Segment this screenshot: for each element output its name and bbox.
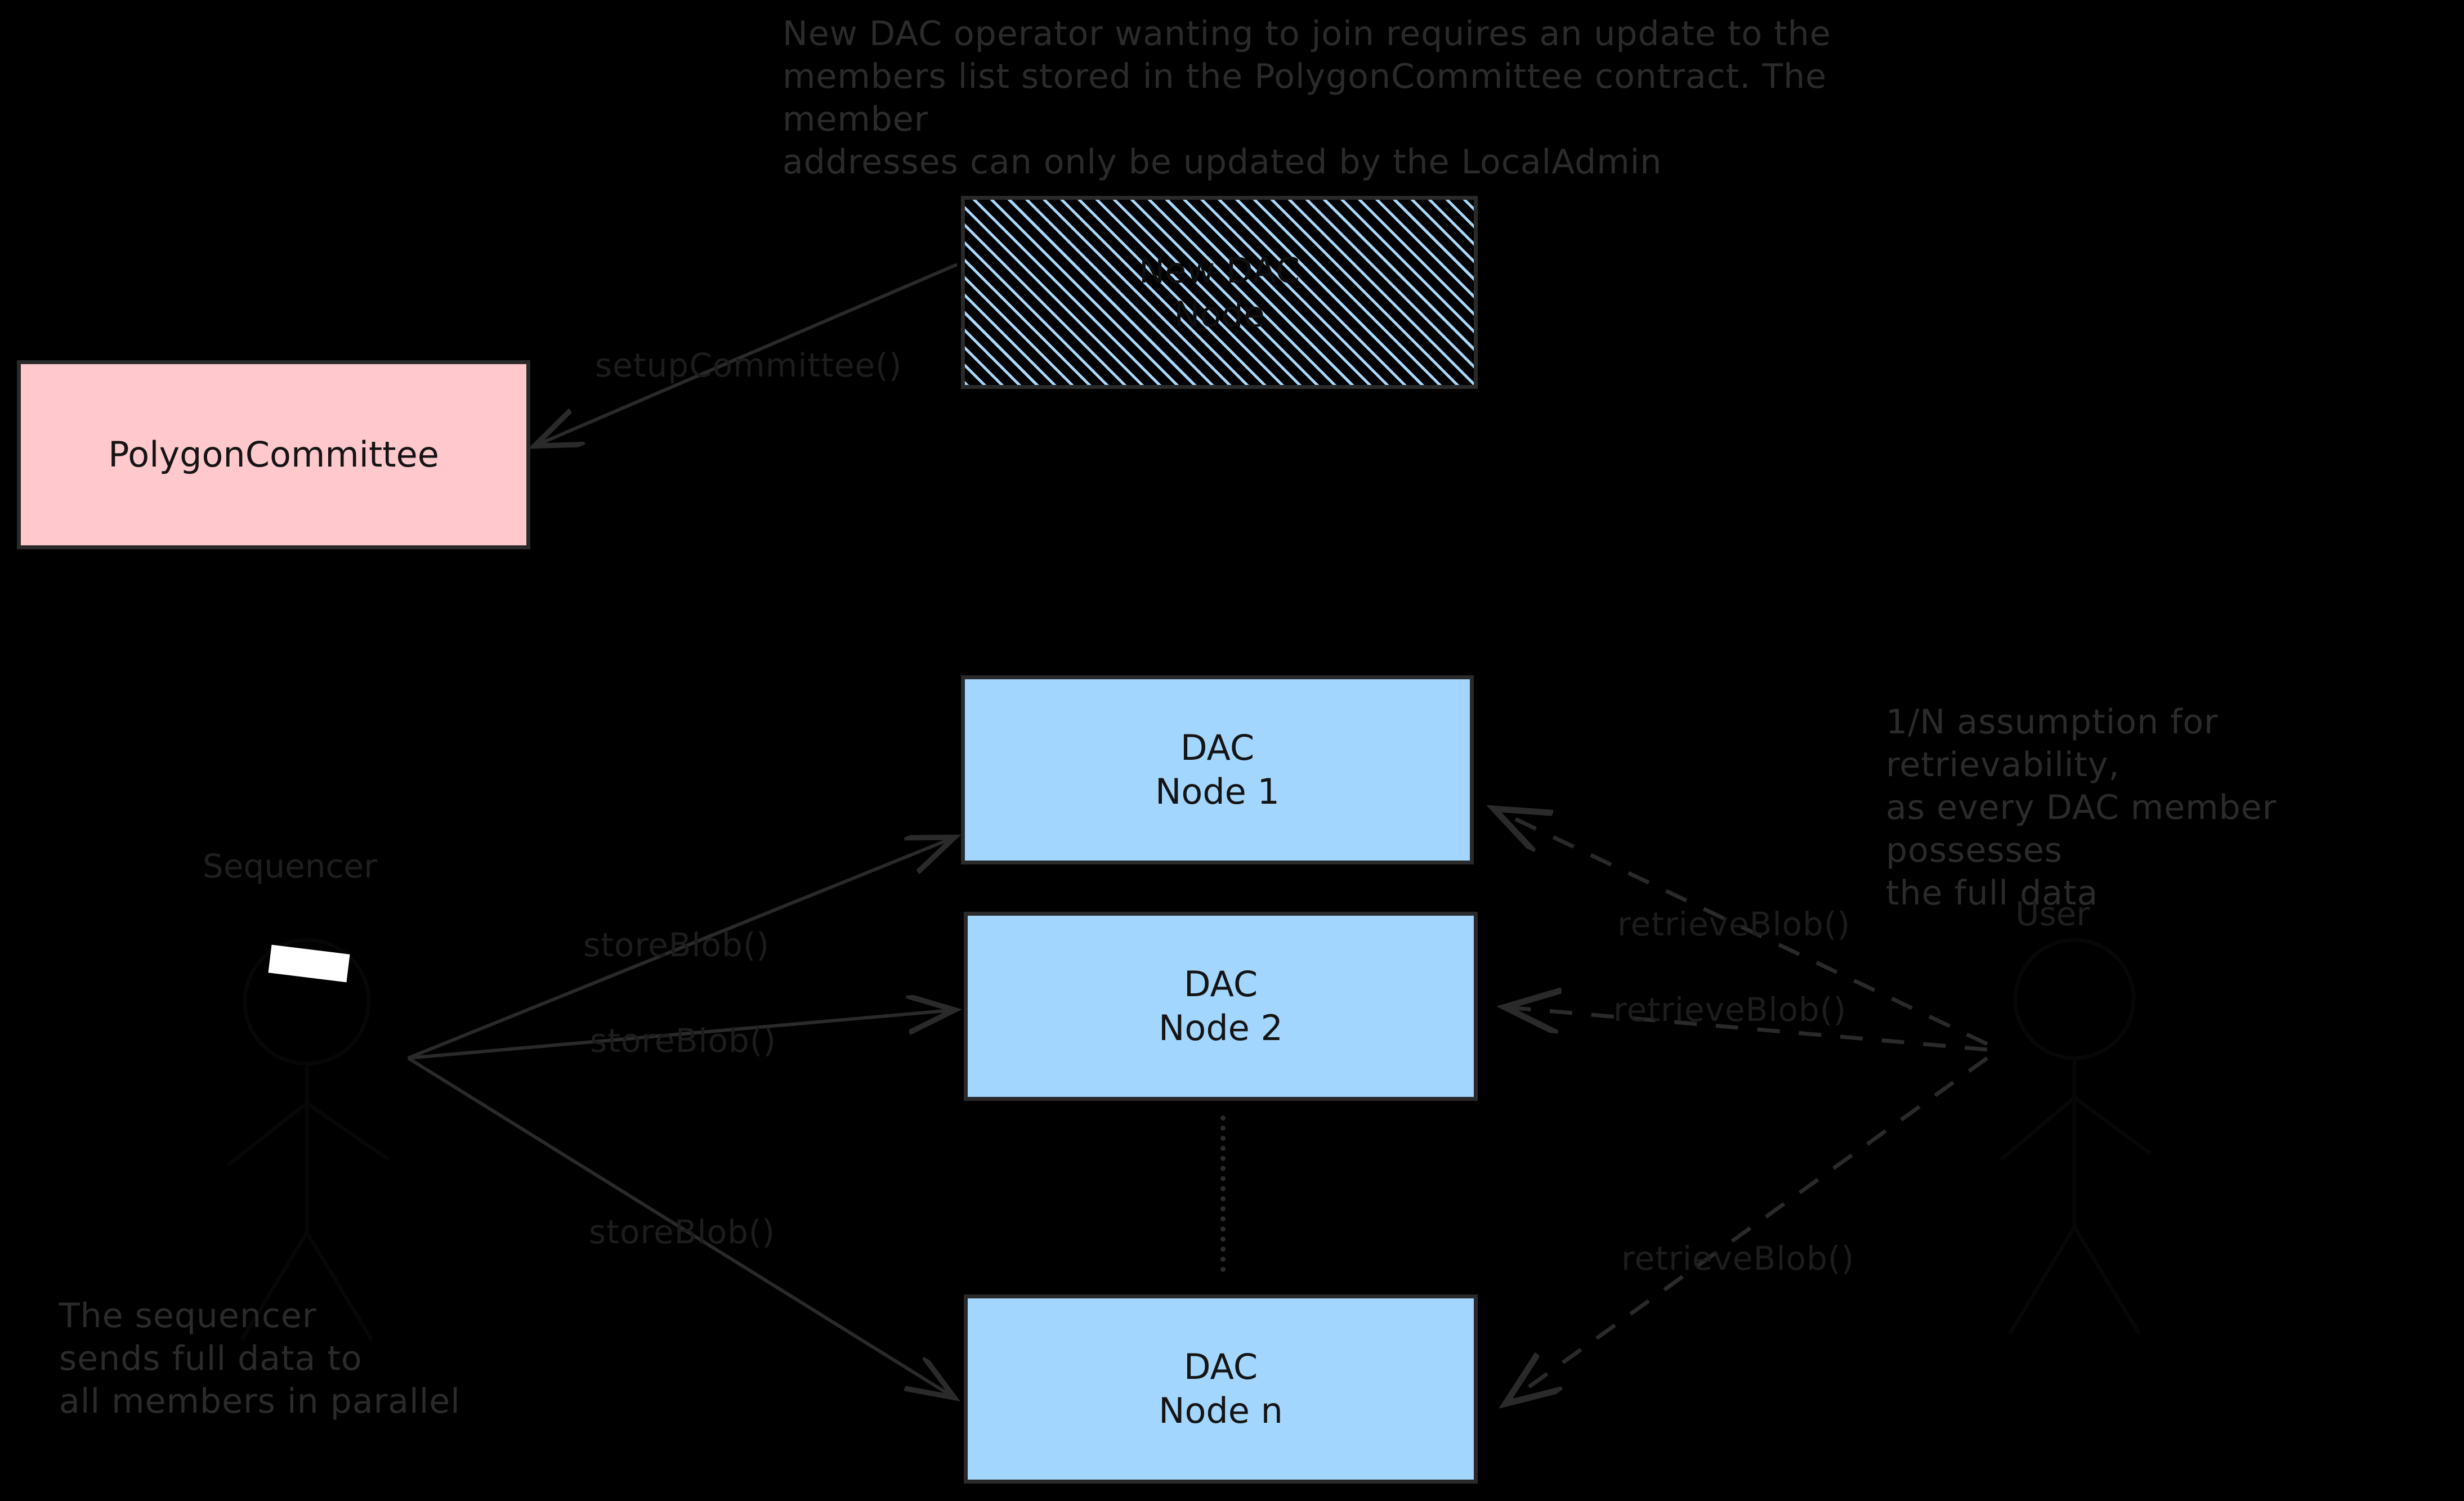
sequencer-figure xyxy=(226,938,390,1341)
edge-retrieve-blob-n xyxy=(1509,1056,1989,1401)
edge-label-store-blob-n: storeBlob() xyxy=(589,1213,776,1251)
edge-label-store-blob-2: storeBlob() xyxy=(590,1021,777,1060)
node-continuation-dots xyxy=(1220,1115,1226,1272)
node-dac-node-2-label: DAC Node 2 xyxy=(1159,964,1283,1049)
actor-label-user: User xyxy=(2015,895,2090,933)
user-figure xyxy=(2000,938,2152,1335)
node-dac-node-1-label: DAC Node 1 xyxy=(1155,727,1280,812)
edge-label-retrieve-blob-2: retrieveBlob() xyxy=(1613,991,1847,1029)
edge-label-store-blob-1: storeBlob() xyxy=(583,926,770,964)
note-top: New DAC operator wanting to join require… xyxy=(782,14,1831,182)
node-dac-node-1[interactable]: DAC Node 1 xyxy=(961,675,1474,864)
edge-label-retrieve-blob-n: retrieveBlob() xyxy=(1621,1239,1855,1278)
note-bottom-left: The sequencer sends full data to all mem… xyxy=(59,1296,460,1421)
node-dac-node-n-label: DAC Node n xyxy=(1159,1346,1283,1431)
node-dac-node-n[interactable]: DAC Node n xyxy=(964,1294,1478,1484)
note-right: 1/N assumption for retrievability, as ev… xyxy=(1886,702,2277,913)
node-new-dac-node[interactable]: New DAC Node xyxy=(961,196,1478,389)
node-polygon-committee[interactable]: PolygonCommittee xyxy=(17,360,530,549)
edge-label-setup-committee: setupCommittee() xyxy=(595,346,902,384)
actor-label-sequencer: Sequencer xyxy=(203,847,377,885)
sequencer-highlight-chip xyxy=(268,944,350,983)
node-polygon-committee-label: PolygonCommittee xyxy=(108,434,439,475)
edge-label-retrieve-blob-1: retrieveBlob() xyxy=(1617,905,1851,943)
node-dac-node-2[interactable]: DAC Node 2 xyxy=(964,912,1478,1101)
node-new-dac-node-label: New DAC Node xyxy=(1138,249,1300,335)
